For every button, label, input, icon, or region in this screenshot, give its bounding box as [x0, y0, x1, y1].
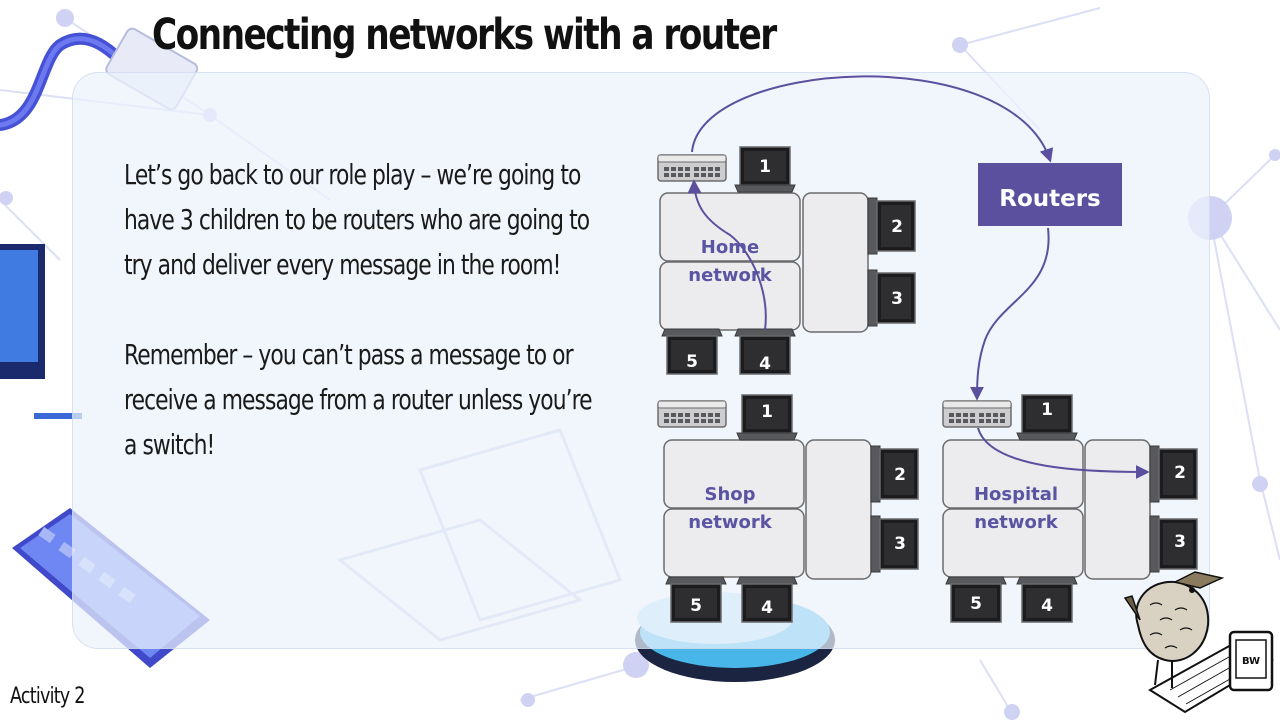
home-laptop-number-1: 1	[759, 157, 771, 177]
hospital-laptop-number-4: 4	[1041, 596, 1053, 616]
activity-label: Activity 2	[10, 684, 85, 709]
hospital-laptop-number-2: 2	[1174, 463, 1186, 483]
home-laptop-number-2: 2	[891, 217, 903, 237]
routers-box	[978, 163, 1122, 226]
home-network: 1 2 3 4 5 Home network	[657, 146, 916, 375]
shop-laptop-number-2: 2	[894, 465, 906, 485]
home-laptop-number-3: 3	[891, 289, 903, 309]
shop-network: 1 2 3 4 5 Shop network	[657, 394, 919, 623]
hospital-laptop-number-1: 1	[1041, 400, 1053, 420]
shop-network-label-line1: Shop	[704, 484, 755, 505]
home-switch-icon	[657, 154, 727, 182]
hospital-network-label-line2: network	[974, 512, 1058, 533]
shop-laptop-number-5: 5	[690, 596, 702, 616]
home-network-label-line1: Home	[701, 237, 759, 258]
shop-laptop-number-4: 4	[761, 598, 773, 618]
shop-laptop-number-1: 1	[761, 402, 773, 422]
message-path	[687, 75, 1150, 479]
instruction-text: Let’s go back to our role play – we’re g…	[124, 152, 608, 467]
arrow-routers-to-hospital-switch	[970, 227, 1050, 401]
hospital-switch-icon	[942, 400, 1012, 428]
home-network-label-line2: network	[688, 265, 772, 286]
hospital-network: 1 2 3 4 5 Hospital network	[942, 394, 1198, 623]
routers-label: Routers	[999, 186, 1101, 212]
home-laptop-number-4: 4	[759, 354, 771, 374]
instruction-paragraph-1: Let’s go back to our role play – we’re g…	[124, 158, 590, 281]
arrow-hospital-switch-to-laptop2	[977, 427, 1150, 479]
shop-laptop-number-3: 3	[894, 534, 906, 554]
wren-logo: BW	[1123, 571, 1274, 714]
page-title: Connecting networks with a router	[152, 10, 777, 60]
hospital-laptop-number-5: 5	[970, 594, 982, 614]
shop-switch-icon	[657, 400, 727, 428]
hospital-network-label-line1: Hospital	[974, 484, 1058, 505]
instruction-paragraph-2: Remember – you can’t pass a message to o…	[124, 338, 593, 461]
logo-text: BW	[1242, 656, 1260, 667]
shop-network-label-line2: network	[688, 512, 772, 533]
hospital-laptop-number-3: 3	[1174, 532, 1186, 552]
home-laptop-number-5: 5	[686, 352, 698, 372]
arrow-home-switch-to-routers	[691, 75, 1054, 163]
arrow-laptop4-to-switch	[687, 179, 767, 331]
